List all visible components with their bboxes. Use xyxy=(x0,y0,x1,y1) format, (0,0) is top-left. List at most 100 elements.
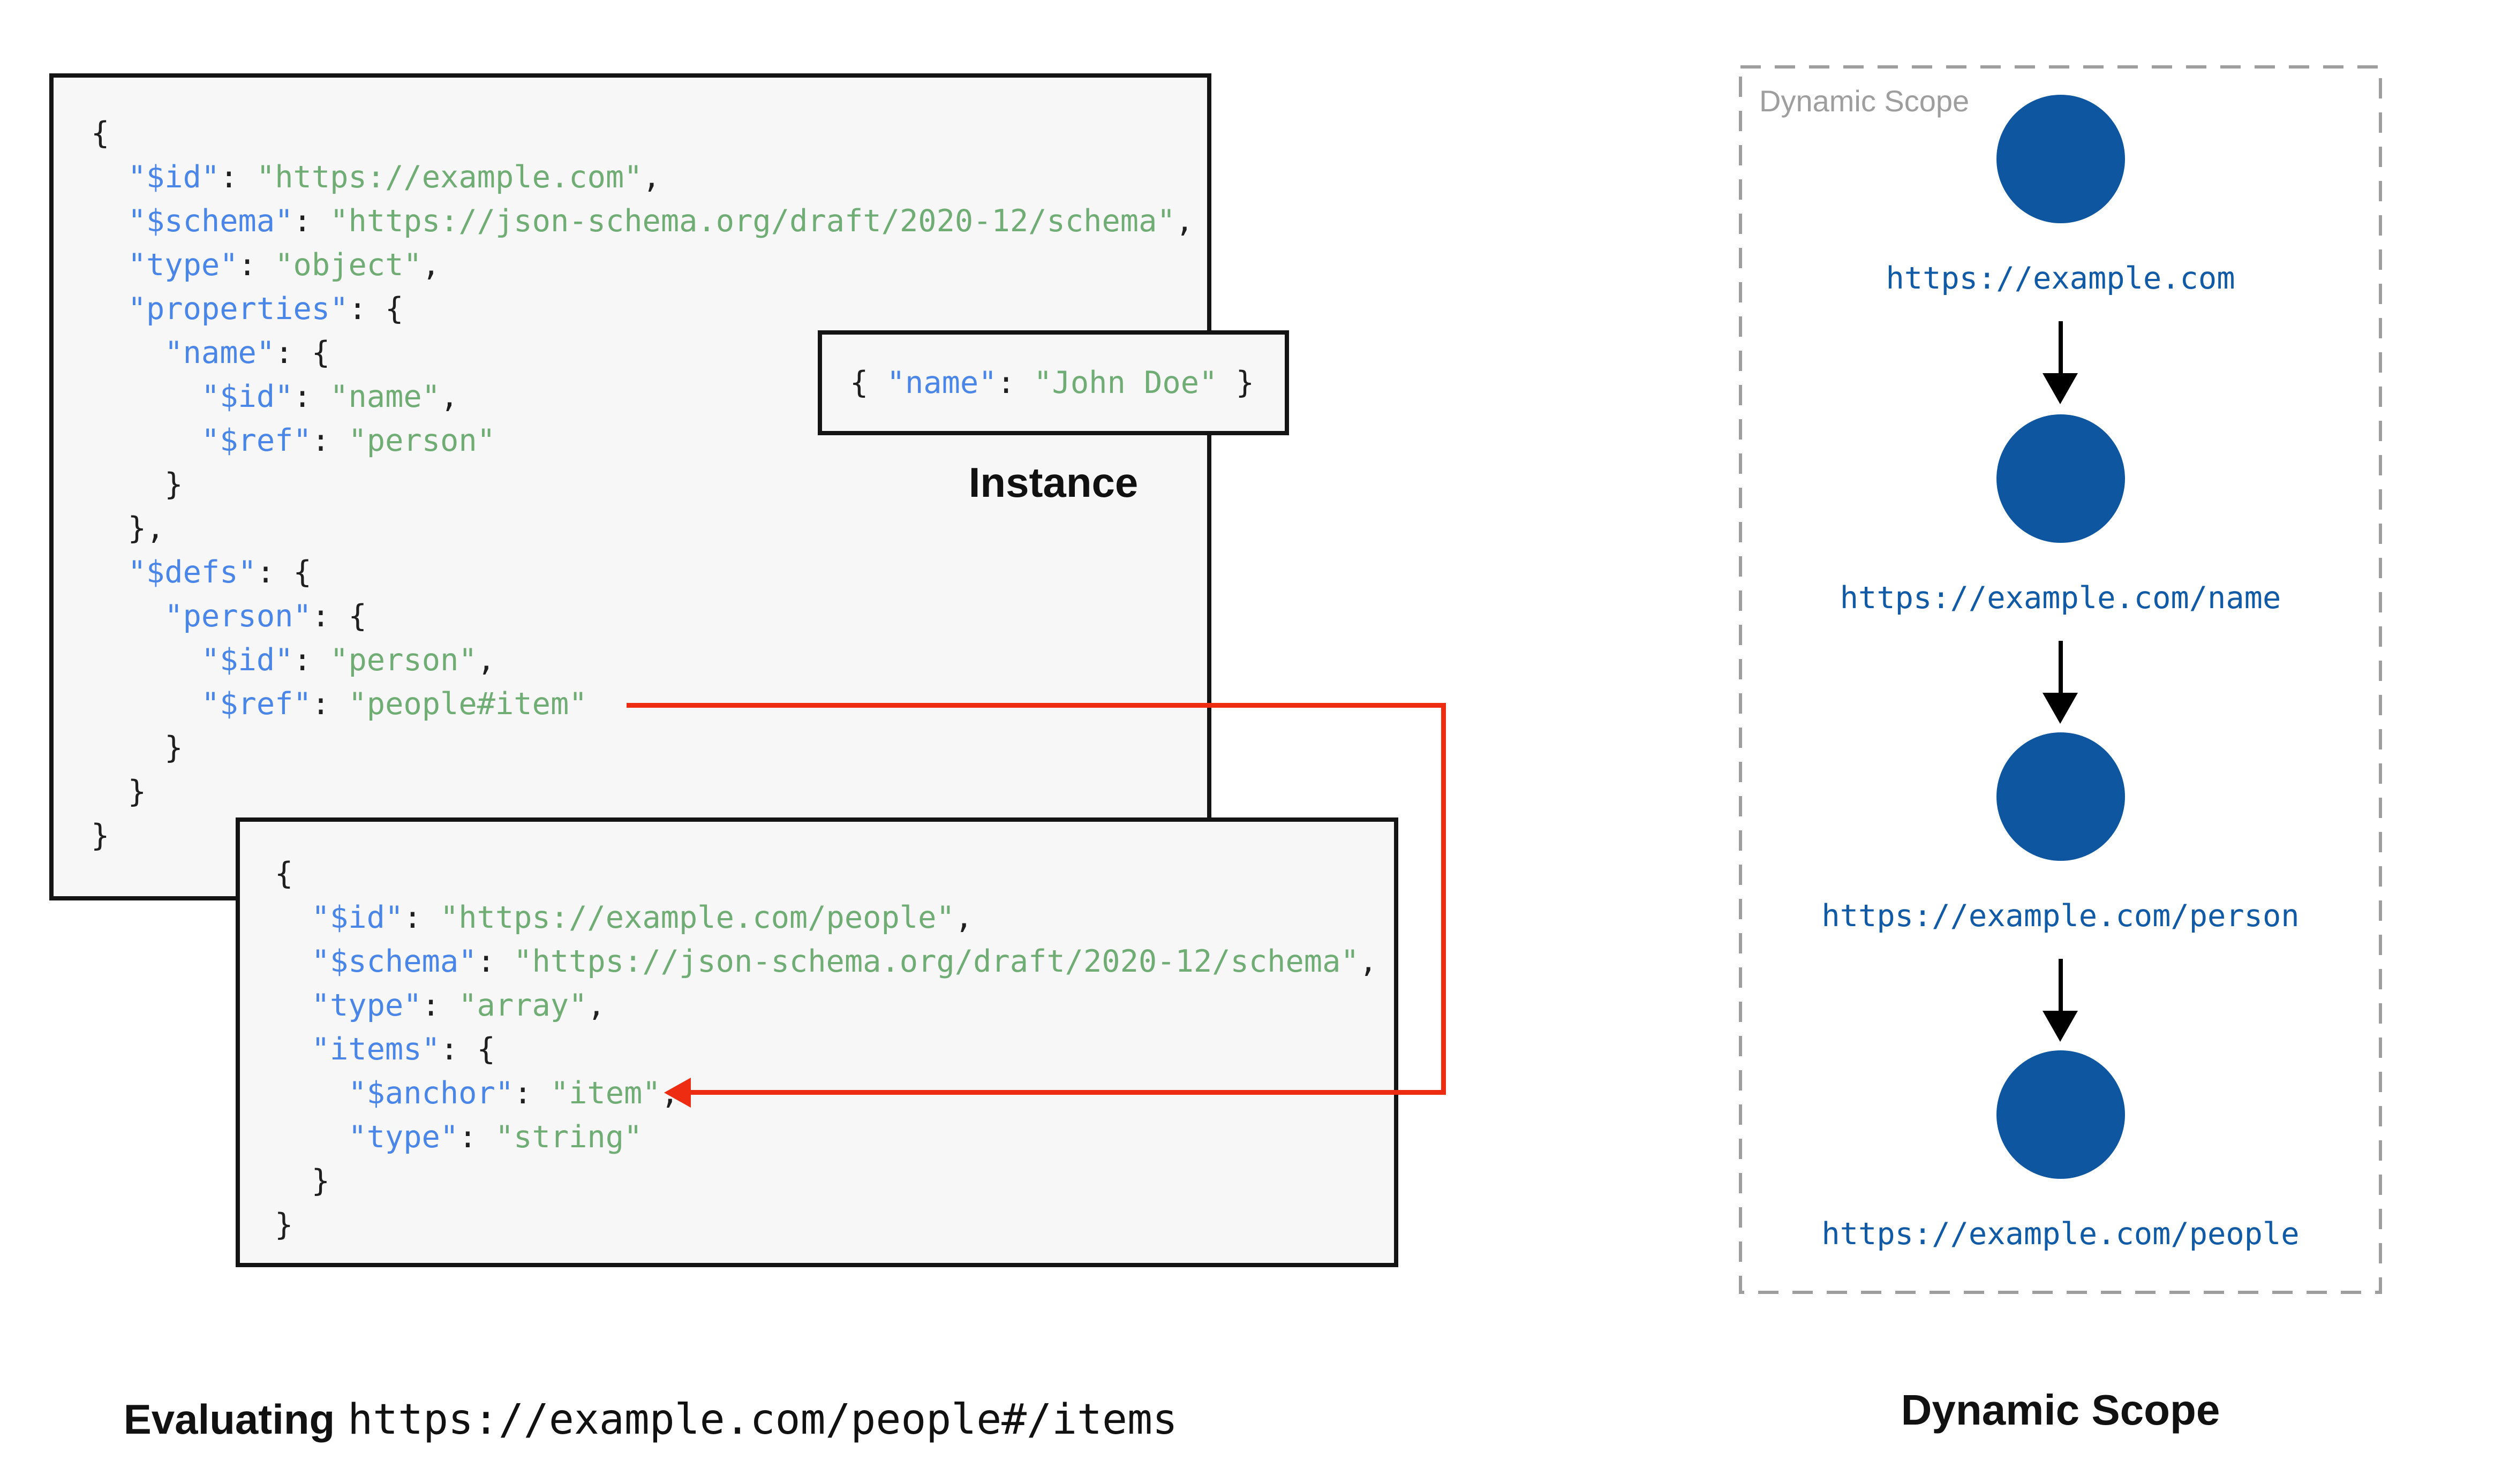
code-punct: : { xyxy=(256,555,312,590)
code-line: "$schema": "https://json-schema.org/draf… xyxy=(91,199,1207,243)
code-key: "$id" xyxy=(201,642,293,678)
code-punct: }, xyxy=(91,511,165,546)
code-punct: : xyxy=(293,642,330,678)
code-line: } xyxy=(275,1203,1394,1247)
code-line: "$ref": "people#item" xyxy=(91,682,1207,726)
code-punct: : { xyxy=(275,335,330,370)
code-punct: } xyxy=(91,818,110,853)
code-line: { xyxy=(91,111,1207,155)
code-punct: , xyxy=(421,247,441,283)
code-line: "$id": "name", xyxy=(91,375,1207,419)
code-punct xyxy=(91,203,128,239)
code-punct xyxy=(91,379,201,414)
code-punct: , xyxy=(954,900,974,935)
code-line: } xyxy=(91,463,1207,506)
dynamic-scope-caption: Dynamic Scope xyxy=(1901,1386,2220,1434)
code-punct xyxy=(91,247,128,283)
code-punct: } xyxy=(1217,365,1254,400)
code-line: }, xyxy=(91,506,1207,550)
code-punct: } xyxy=(91,467,183,502)
code-key: "name" xyxy=(164,335,275,370)
code-punct: : xyxy=(293,379,330,414)
code-line: "$schema": "https://json-schema.org/draf… xyxy=(275,940,1394,983)
code-line: "$id": "https://example.com", xyxy=(91,155,1207,199)
code-line: "type": "object", xyxy=(91,243,1207,287)
scope-node-url: https://example.com/people xyxy=(1821,1216,2300,1252)
code-punct: { xyxy=(91,116,110,151)
code-key: "$ref" xyxy=(201,423,312,458)
code-string: "person" xyxy=(330,642,477,678)
code-key: "$id" xyxy=(201,379,293,414)
code-string: "people#item" xyxy=(348,686,587,722)
code-punct: { xyxy=(275,856,293,891)
scope-node-circle xyxy=(1996,414,2125,543)
code-punct: : xyxy=(421,988,459,1023)
code-key: "items" xyxy=(311,1032,440,1067)
code-line: } xyxy=(91,726,1207,770)
scope-arrow-head-icon xyxy=(2043,373,2078,404)
code-punct xyxy=(275,1119,348,1155)
code-punct xyxy=(91,291,128,327)
code-punct xyxy=(275,1076,348,1111)
scope-arrow-line xyxy=(2059,959,2063,1012)
code-punct: , xyxy=(477,642,496,678)
code-string: "person" xyxy=(348,423,495,458)
code-punct: : xyxy=(477,944,514,979)
dynamic-scope-panel-title: Dynamic Scope xyxy=(1759,84,1970,118)
code-string: "item" xyxy=(550,1076,661,1111)
code-key: "$schema" xyxy=(311,944,477,979)
scope-node-circle xyxy=(1996,1050,2125,1179)
code-punct: , xyxy=(587,988,606,1023)
code-punct: : xyxy=(311,686,349,722)
code-string: "John Doe" xyxy=(1034,365,1218,400)
ref-arrow-head-icon xyxy=(664,1078,691,1108)
schema-box-example-com: { "$id": "https://example.com", "$schema… xyxy=(49,73,1211,900)
scope-node-circle xyxy=(1996,732,2125,861)
code-string: "name" xyxy=(330,379,441,414)
code-line: "items": { xyxy=(275,1027,1394,1071)
scope-node-circle xyxy=(1996,95,2125,223)
code-line: { "name": "John Doe" } xyxy=(850,361,1254,405)
code-key: "name" xyxy=(886,365,997,400)
code-key: "$id" xyxy=(311,900,404,935)
code-punct: : { xyxy=(440,1032,495,1067)
schema-people-code: { "$id": "https://example.com/people", "… xyxy=(275,852,1394,1247)
code-line: } xyxy=(275,1159,1394,1203)
code-punct: , xyxy=(1175,203,1194,239)
instance-code: { "name": "John Doe" } xyxy=(850,361,1254,405)
code-punct: } xyxy=(91,774,146,809)
code-punct: { xyxy=(850,365,887,400)
code-line: "$ref": "person" xyxy=(91,419,1207,463)
code-key: "$anchor" xyxy=(348,1076,514,1111)
ref-arrow-segment-vertical xyxy=(1441,703,1446,1095)
code-punct xyxy=(91,642,201,678)
code-punct: : xyxy=(220,160,257,195)
schema-root-code: { "$id": "https://example.com", "$schema… xyxy=(91,111,1207,858)
code-punct: } xyxy=(275,1163,330,1199)
code-punct xyxy=(91,555,128,590)
scope-node-url: https://example.com/name xyxy=(1840,580,2281,616)
code-punct: : xyxy=(238,247,275,283)
code-punct xyxy=(91,423,201,458)
code-punct xyxy=(91,335,164,370)
code-string: "https://json-schema.org/draft/2020-12/s… xyxy=(514,944,1359,979)
code-punct xyxy=(275,900,312,935)
code-line: "type": "string" xyxy=(275,1115,1394,1159)
code-key: "properties" xyxy=(127,291,349,327)
code-string: "object" xyxy=(275,247,422,283)
code-punct: , xyxy=(440,379,459,414)
code-punct: } xyxy=(91,730,183,766)
instance-label: Instance xyxy=(968,459,1139,506)
code-line: } xyxy=(91,770,1207,814)
code-line: "name": { xyxy=(91,331,1207,375)
code-key: "$id" xyxy=(127,160,220,195)
code-punct xyxy=(91,599,164,634)
code-line: "$defs": { xyxy=(91,550,1207,594)
code-punct: } xyxy=(275,1207,293,1243)
ref-arrow-segment-horizontal-bottom xyxy=(689,1090,1446,1095)
code-key: "$schema" xyxy=(127,203,293,239)
code-punct: , xyxy=(642,160,661,195)
code-punct: : xyxy=(403,900,440,935)
